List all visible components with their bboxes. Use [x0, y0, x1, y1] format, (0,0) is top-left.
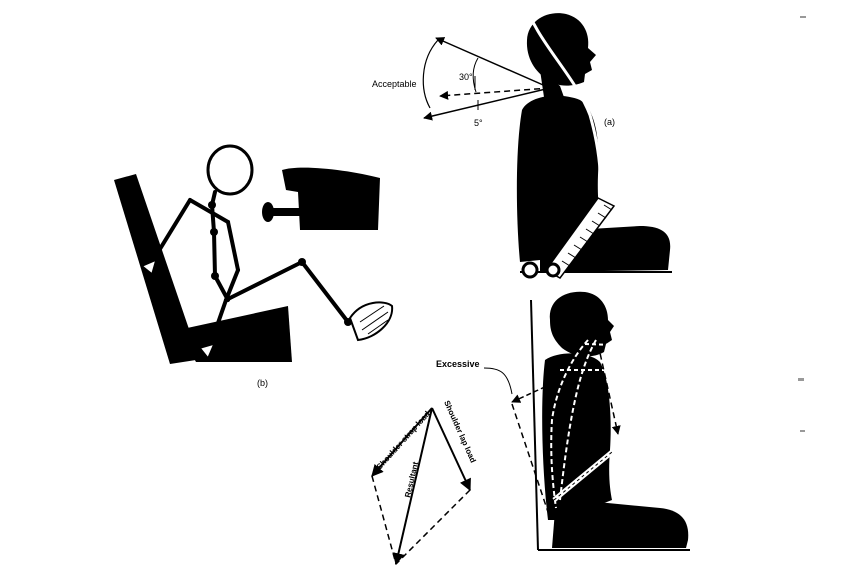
panel-b-label: (b) [257, 378, 268, 388]
vector-complete-2 [395, 489, 471, 565]
vector-resultant-label: Resultant [403, 461, 420, 499]
panel-c: Excessive Shoulder strap load Shoulder l… [371, 291, 690, 566]
angle-upper-label: 30° [459, 72, 473, 82]
acceptable-arc [422, 39, 439, 109]
figure-b-skeleton [150, 190, 350, 348]
strap-angle-lower [423, 87, 551, 121]
figure-c-head [549, 291, 614, 357]
figure-a-torso [516, 95, 600, 263]
scan-specks [798, 16, 806, 432]
figure-b-dashboard [282, 167, 380, 230]
figure-b-foot-pedal [348, 301, 394, 342]
vector-shoulder-strap-label: Shoulder strap load [375, 409, 432, 471]
figure-b-seat-cushion [178, 306, 292, 362]
figure-b-head [206, 144, 254, 196]
figure-a-head [526, 13, 596, 86]
vector-shoulder-strap [371, 407, 433, 477]
figure-a-neck [540, 70, 565, 104]
panel-a-label: (a) [604, 117, 615, 127]
figure-a-anchor-left [521, 261, 539, 279]
angle-lower-label: 5° [474, 118, 483, 128]
vector-shoulder-lap-label: Shoulder lap load [442, 399, 478, 464]
figure-c-torso [542, 353, 612, 520]
panel-b: (b) [114, 144, 394, 388]
excessive-label: Excessive [436, 359, 480, 369]
excessive-leader [483, 367, 513, 395]
excessive-guide-2 [597, 343, 621, 435]
strap-angle-horizontal [439, 87, 551, 100]
figure-c-seat-back [530, 299, 539, 551]
strap-angle-upper [435, 37, 551, 89]
figure-c-straps [550, 339, 614, 509]
figure-a-shoulder-strap [522, 0, 603, 206]
figure-b-pedal-hatch [359, 305, 389, 335]
figure-b-arrow-lower [198, 342, 216, 360]
figure-b-steering-column [272, 208, 302, 216]
vector-complete-1 [371, 475, 397, 565]
angle-arc-30 [472, 57, 479, 93]
figure-b-steering-wheel [262, 202, 274, 222]
figure-a-anchor-right [545, 262, 561, 278]
panel-a: Acceptable 30° 5° (a) [372, 0, 672, 279]
acceptable-label: Acceptable [372, 79, 417, 89]
load-vector-diagram: Shoulder strap load Shoulder lap load Re… [371, 399, 478, 566]
figure-b-seat-back [114, 174, 196, 364]
figure-b-arrow-upper [140, 258, 158, 276]
excessive-guide-1 [511, 403, 549, 513]
figure-a-lap-belt [544, 197, 616, 279]
excessive-arrow [511, 379, 561, 403]
vector-resultant [392, 407, 433, 566]
vector-shoulder-lap [431, 407, 471, 492]
figure-c-thigh [552, 498, 689, 548]
